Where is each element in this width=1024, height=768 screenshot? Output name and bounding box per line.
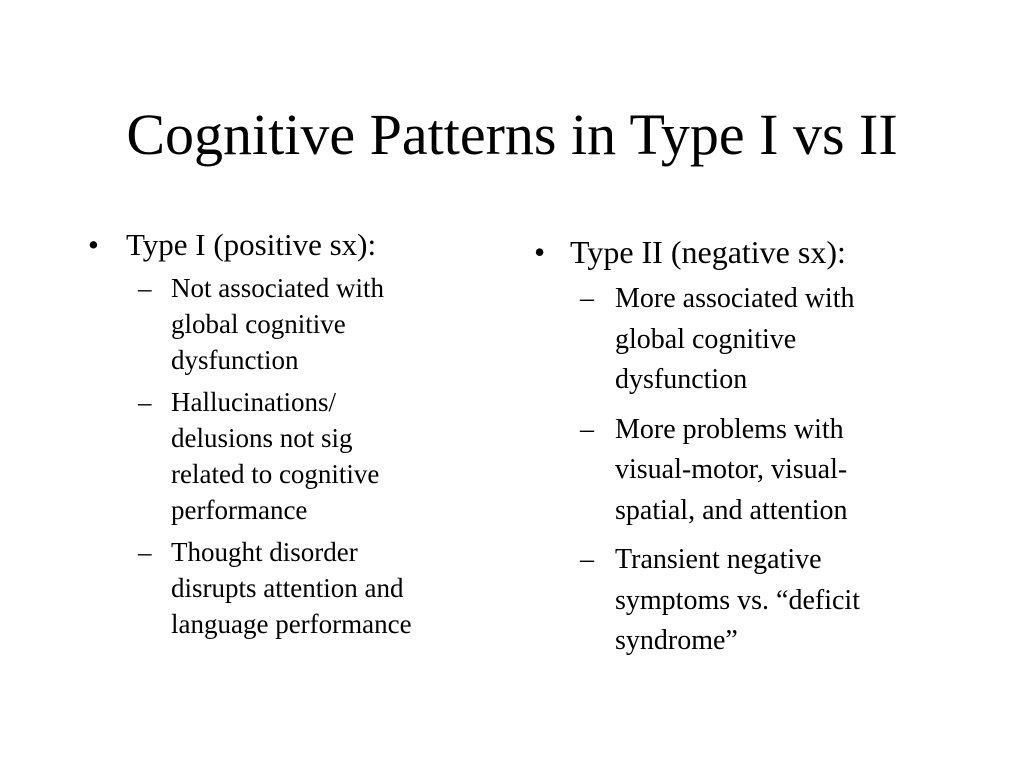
- text-line: Thought disorder: [171, 537, 358, 567]
- text-line: Hallucinations/: [171, 387, 336, 417]
- text-line: symptoms vs. “deficit: [615, 584, 860, 616]
- text-line: dysfunction: [171, 345, 299, 375]
- text-line: Transient negative: [615, 544, 822, 575]
- left-heading: Type I (positive sx):: [126, 227, 377, 262]
- dash-icon: –: [580, 283, 594, 314]
- right-sub-item-1: – More associated with global cognitive …: [580, 279, 954, 401]
- text-line: delusions not sig: [171, 423, 353, 453]
- text-line: language performance: [171, 609, 412, 639]
- sub-item-text: Thought disorder disrupts attention and …: [171, 534, 488, 642]
- right-bullet: • Type II (negative sx):: [534, 232, 954, 272]
- text-line: performance: [171, 495, 308, 525]
- left-sublist: – Not associated with global cognitive d…: [138, 270, 488, 642]
- sub-item-text: Hallucinations/ delusions not sig relate…: [171, 384, 488, 528]
- dash-icon: –: [138, 387, 152, 417]
- left-sub-item-1: – Not associated with global cognitive d…: [138, 270, 488, 378]
- dash-icon: –: [580, 544, 594, 575]
- text-line: Not associated with: [171, 273, 384, 303]
- text-line: visual-motor, visual-: [615, 454, 848, 485]
- right-sub-item-3: – Transient negative symptoms vs. “defic…: [580, 540, 954, 662]
- text-line: spatial, and attention: [615, 494, 848, 526]
- dash-icon: –: [138, 537, 152, 567]
- right-heading: Type II (negative sx):: [570, 234, 846, 270]
- text-line: global cognitive: [615, 323, 797, 355]
- left-sub-item-3: – Thought disorder disrupts attention an…: [138, 534, 488, 642]
- text-line: disrupts attention and: [171, 573, 404, 603]
- sub-item-text: More problems with visual-motor, visual-…: [615, 410, 954, 532]
- right-sublist: – More associated with global cognitive …: [580, 279, 954, 662]
- text-line: related to cognitive: [171, 459, 380, 489]
- sub-item-text: Not associated with global cognitive dys…: [171, 270, 488, 378]
- left-sub-item-2: – Hallucinations/ delusions not sig rela…: [138, 384, 488, 528]
- right-column: • Type II (negative sx): – More associat…: [534, 232, 954, 671]
- text-line: More associated with: [615, 283, 855, 314]
- sub-item-text: More associated with global cognitive dy…: [615, 279, 954, 401]
- slide-title: Cognitive Patterns in Type I vs II: [126, 102, 898, 167]
- bullet-icon: •: [534, 234, 546, 270]
- text-line: More problems with: [615, 413, 844, 445]
- dash-icon: –: [138, 273, 152, 303]
- dash-icon: –: [580, 413, 594, 445]
- text-line: syndrome”: [615, 625, 738, 656]
- right-sub-item-2: – More problems with visual-motor, visua…: [580, 410, 954, 532]
- text-line: global cognitive: [171, 309, 346, 339]
- left-column: • Type I (positive sx): – Not associated…: [88, 226, 488, 648]
- sub-item-text: Transient negative symptoms vs. “deficit…: [615, 540, 954, 662]
- bullet-icon: •: [88, 227, 99, 262]
- text-line: dysfunction: [615, 364, 748, 395]
- left-bullet: • Type I (positive sx):: [88, 226, 488, 264]
